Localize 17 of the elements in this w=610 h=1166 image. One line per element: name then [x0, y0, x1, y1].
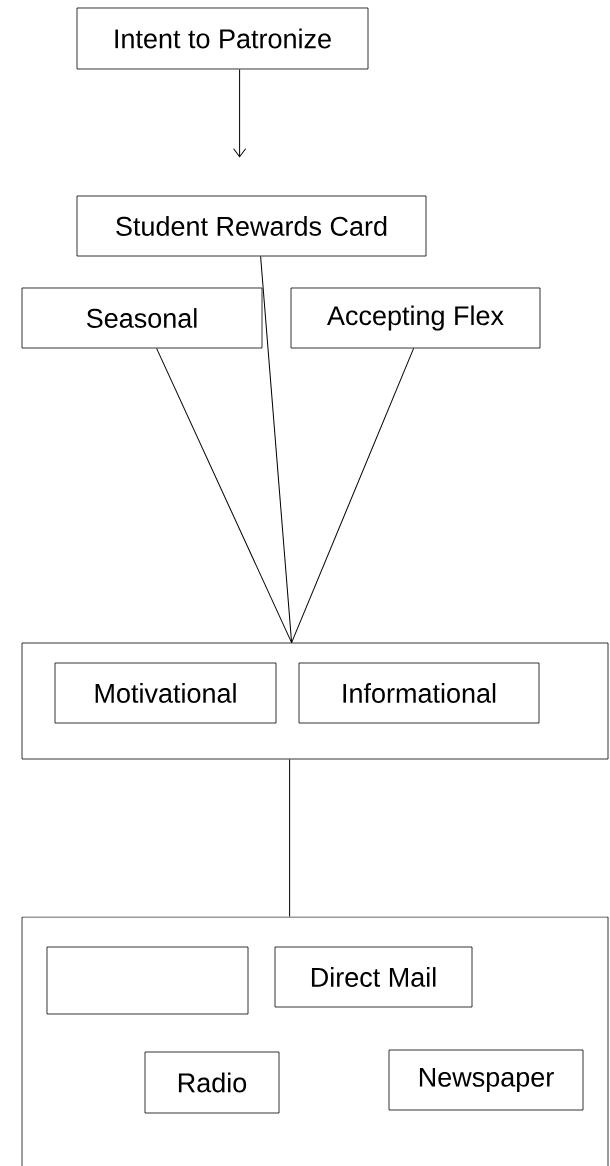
connector-line: [289, 758, 291, 918]
nested-box: Motivational: [54, 662, 277, 724]
label-box: Accepting Flex: [290, 287, 541, 349]
connector-line: [260, 255, 293, 644]
connector-line: [156, 347, 293, 644]
label-box: Student Rewards Card: [76, 195, 427, 257]
label-box: Intent to Patronize: [76, 7, 369, 70]
empty-box: [46, 946, 249, 1015]
nested-box: Informational: [298, 662, 540, 724]
arrow: [233, 68, 247, 158]
connector-line: [291, 347, 415, 644]
nested-box: Newspaper: [388, 1049, 584, 1111]
nested-box: Direct Mail: [274, 946, 473, 1008]
group-frame: [21, 916, 609, 1166]
nested-box: Radio: [144, 1051, 280, 1114]
label-box: Seasonal: [21, 287, 263, 349]
group-frame: [21, 642, 609, 760]
